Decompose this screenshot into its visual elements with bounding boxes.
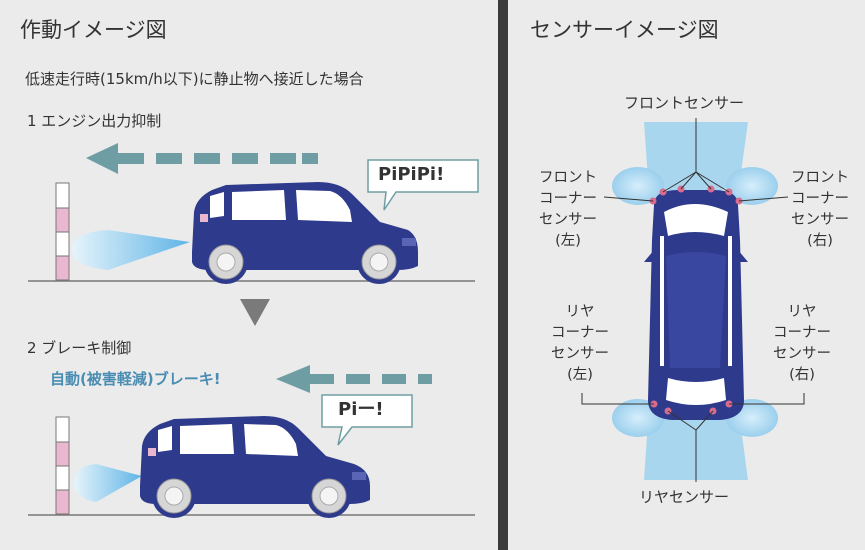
car-top-view bbox=[644, 190, 748, 420]
bubble-2-text: Piー! bbox=[338, 399, 384, 420]
front-corner-left-label: フロント コーナー センサー (左) bbox=[539, 170, 597, 250]
sensor-illustration bbox=[581, 118, 805, 482]
sensor-panel: センサーイメージ図 bbox=[508, 0, 865, 550]
car-1 bbox=[192, 182, 418, 284]
speech-bubble-2 bbox=[321, 394, 413, 446]
speech-bubble-1 bbox=[367, 159, 479, 211]
condition-text: 低速走行時(15km/h以下)に静止物へ接近した場合 bbox=[25, 70, 364, 88]
bubble-1-text: PiPiPi! bbox=[378, 164, 445, 185]
brake-label: 自動(被害軽減)ブレーキ! bbox=[50, 370, 221, 388]
step-2-label: 2 ブレーキ制御 bbox=[27, 339, 132, 357]
operation-title: 作動イメージ図 bbox=[20, 18, 167, 42]
step-1-label: 1 エンジン出力抑制 bbox=[27, 112, 162, 130]
leader-lines bbox=[581, 118, 805, 482]
rear-corner-left-label: リヤ コーナー センサー (左) bbox=[551, 304, 609, 384]
rear-corner-right-label: リヤ コーナー センサー (右) bbox=[773, 304, 831, 384]
barrier-pole-2 bbox=[55, 416, 70, 515]
operation-panel: 作動イメージ図 低速走行時(15km/h以下)に静止物へ接近した場合 1 エンジ… bbox=[20, 18, 479, 518]
rear-sensor-label: リヤセンサー bbox=[639, 488, 730, 506]
front-corner-right-beam bbox=[726, 167, 778, 205]
warning-direction-arrow bbox=[86, 143, 318, 174]
sensor-beam-2 bbox=[74, 464, 142, 502]
barrier-pole-1 bbox=[55, 182, 70, 281]
front-corner-right-label: フロント コーナー センサー (右) bbox=[791, 170, 849, 250]
sequence-triangle bbox=[240, 299, 270, 326]
sensor-title: センサーイメージ図 bbox=[530, 18, 719, 42]
front-sensor-label: フロントセンサー bbox=[624, 94, 745, 112]
panel-divider bbox=[498, 0, 508, 550]
brake-direction-arrow bbox=[276, 365, 432, 393]
operation-illustration bbox=[28, 143, 479, 518]
sensor-beam-1 bbox=[72, 230, 190, 270]
car-2 bbox=[140, 416, 370, 518]
front-corner-left-beam bbox=[612, 167, 664, 205]
